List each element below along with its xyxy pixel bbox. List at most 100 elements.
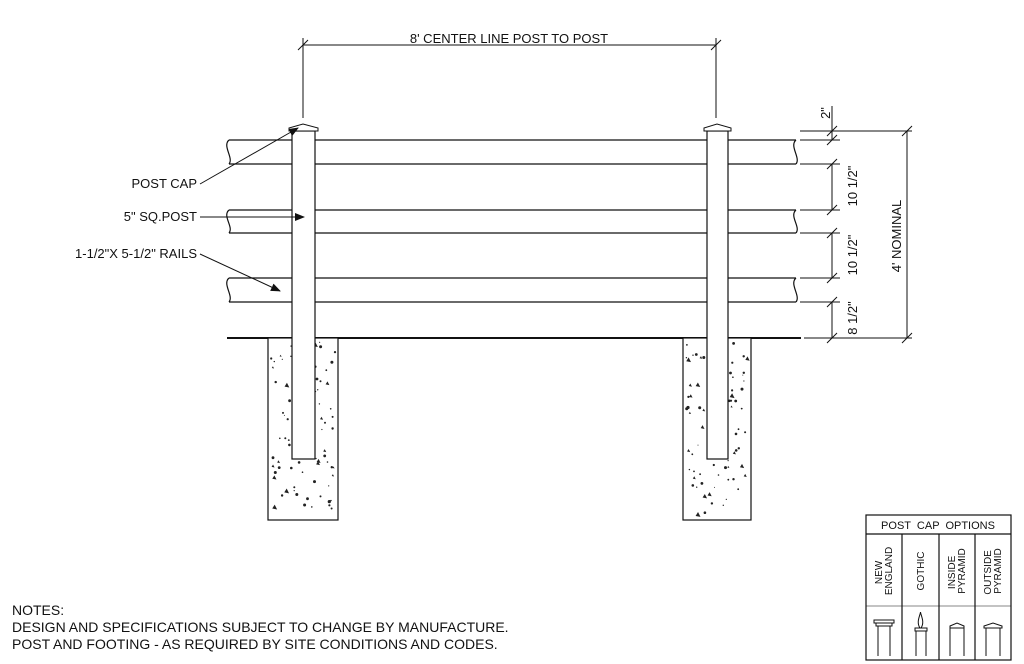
rail-middle — [226, 209, 798, 234]
rail-top — [226, 139, 798, 165]
concrete-speckle — [686, 357, 691, 363]
dim-rail-spacing-2-label: 10 1/2" — [845, 234, 860, 275]
option-outside-pyramid-line-2: PYRAMID — [993, 548, 1004, 594]
concrete-speckle — [732, 478, 735, 481]
option-gothic-line-1: GOTHIC — [916, 552, 927, 591]
span-dimension-label: 8' CENTER LINE POST TO POST — [410, 31, 608, 46]
concrete-speckle — [702, 408, 706, 412]
post-left — [288, 123, 319, 460]
concrete-speckle — [273, 360, 275, 363]
concrete-speckle — [696, 486, 698, 488]
concrete-speckle — [323, 449, 327, 453]
concrete-speckle — [712, 463, 715, 467]
concrete-speckle — [319, 341, 321, 343]
concrete-speckle — [290, 466, 293, 470]
concrete-speckle — [710, 502, 714, 505]
concrete-speckle — [702, 356, 706, 359]
concrete-speckle — [734, 399, 738, 403]
option-inside-pyramid-label: INSIDE PYRAMID — [947, 548, 968, 594]
concrete-speckle — [319, 380, 322, 383]
notes-heading: NOTES: — [12, 602, 65, 618]
concrete-speckle — [734, 432, 738, 436]
concrete-speckle — [323, 454, 327, 458]
concrete-speckle — [319, 345, 323, 349]
concrete-speckle — [313, 480, 316, 484]
dim-top-gap-label: 2" — [818, 107, 833, 119]
option-new-england-line-1: NEW — [874, 560, 885, 584]
concrete-speckle — [742, 371, 745, 374]
concrete-speckle — [321, 428, 323, 431]
concrete-speckle — [689, 394, 693, 398]
option-outside-pyramid-line-1: OUTSIDE — [983, 550, 994, 595]
concrete-speckle — [692, 354, 694, 356]
concrete-speckle — [325, 369, 328, 372]
concrete-speckle — [330, 360, 334, 364]
concrete-speckle — [700, 425, 705, 429]
option-new-england-label: NEW ENGLAND — [874, 547, 895, 595]
concrete-speckle — [315, 457, 317, 460]
concrete-speckle — [280, 494, 284, 497]
concrete-speckle — [271, 456, 275, 460]
concrete-speckle — [281, 358, 283, 360]
concrete-speckle — [318, 403, 321, 405]
concrete-speckle — [729, 393, 735, 399]
concrete-speckle — [320, 416, 324, 420]
concrete-speckle — [698, 406, 702, 410]
concrete-speckle — [284, 488, 290, 494]
concrete-speckle — [326, 461, 329, 463]
concrete-speckle — [734, 449, 738, 452]
concrete-speckle — [295, 493, 299, 496]
concrete-speckle — [290, 355, 292, 357]
concrete-speckle — [316, 461, 320, 466]
concrete-speckle — [277, 466, 281, 469]
concrete-speckle — [727, 465, 730, 468]
concrete-speckle — [324, 421, 326, 424]
concrete-speckle — [686, 405, 690, 410]
concrete-speckle — [727, 460, 729, 462]
concrete-speckle — [688, 411, 691, 415]
concrete-speckle — [739, 463, 745, 469]
callout-post-cap-leader — [199, 127, 299, 185]
gothic-cap-icon — [914, 611, 928, 656]
notes-block: NOTES: DESIGN AND SPECIFICATIONS SUBJECT… — [12, 602, 509, 653]
concrete-speckle — [688, 468, 691, 471]
concrete-speckle — [745, 356, 750, 361]
concrete-speckle — [714, 486, 715, 488]
dim-height-label: 4' NOMINAL — [889, 200, 904, 273]
concrete-speckle — [730, 405, 733, 408]
concrete-speckle — [270, 357, 273, 360]
concrete-speckle — [731, 361, 734, 364]
concrete-speckle — [272, 504, 278, 510]
concrete-speckle — [740, 387, 744, 391]
concrete-speckle — [271, 366, 275, 369]
concrete-speckle — [332, 466, 335, 469]
dim-bottom-gap-label: 8 1/2" — [845, 301, 860, 335]
post-cap-right — [703, 123, 732, 132]
concrete-speckle — [732, 451, 736, 455]
concrete-speckle — [732, 342, 735, 345]
concrete-speckle — [286, 418, 289, 421]
concrete-speckle — [279, 354, 282, 357]
concrete-speckle — [691, 453, 694, 456]
concrete-speckle — [274, 380, 277, 384]
concrete-speckle — [722, 504, 724, 506]
concrete-speckle — [288, 443, 291, 447]
concrete-speckle — [330, 466, 333, 469]
concrete-speckle — [692, 476, 696, 480]
concrete-speckle — [327, 500, 331, 504]
callout-rails-leader — [199, 253, 281, 292]
concrete-speckle — [740, 407, 743, 410]
concrete-speckle — [330, 507, 333, 510]
option-new-england-line-2: ENGLAND — [884, 547, 895, 595]
concrete-speckle — [306, 497, 309, 501]
concrete-speckle — [288, 399, 291, 403]
concrete-speckle — [297, 461, 301, 464]
concrete-speckle — [283, 414, 285, 416]
concrete-speckle — [703, 511, 707, 514]
concrete-speckle — [717, 474, 720, 476]
concrete-speckle — [284, 382, 290, 388]
concrete-speckle — [737, 428, 740, 431]
concrete-speckle — [732, 376, 734, 379]
rail-lower — [226, 277, 798, 303]
